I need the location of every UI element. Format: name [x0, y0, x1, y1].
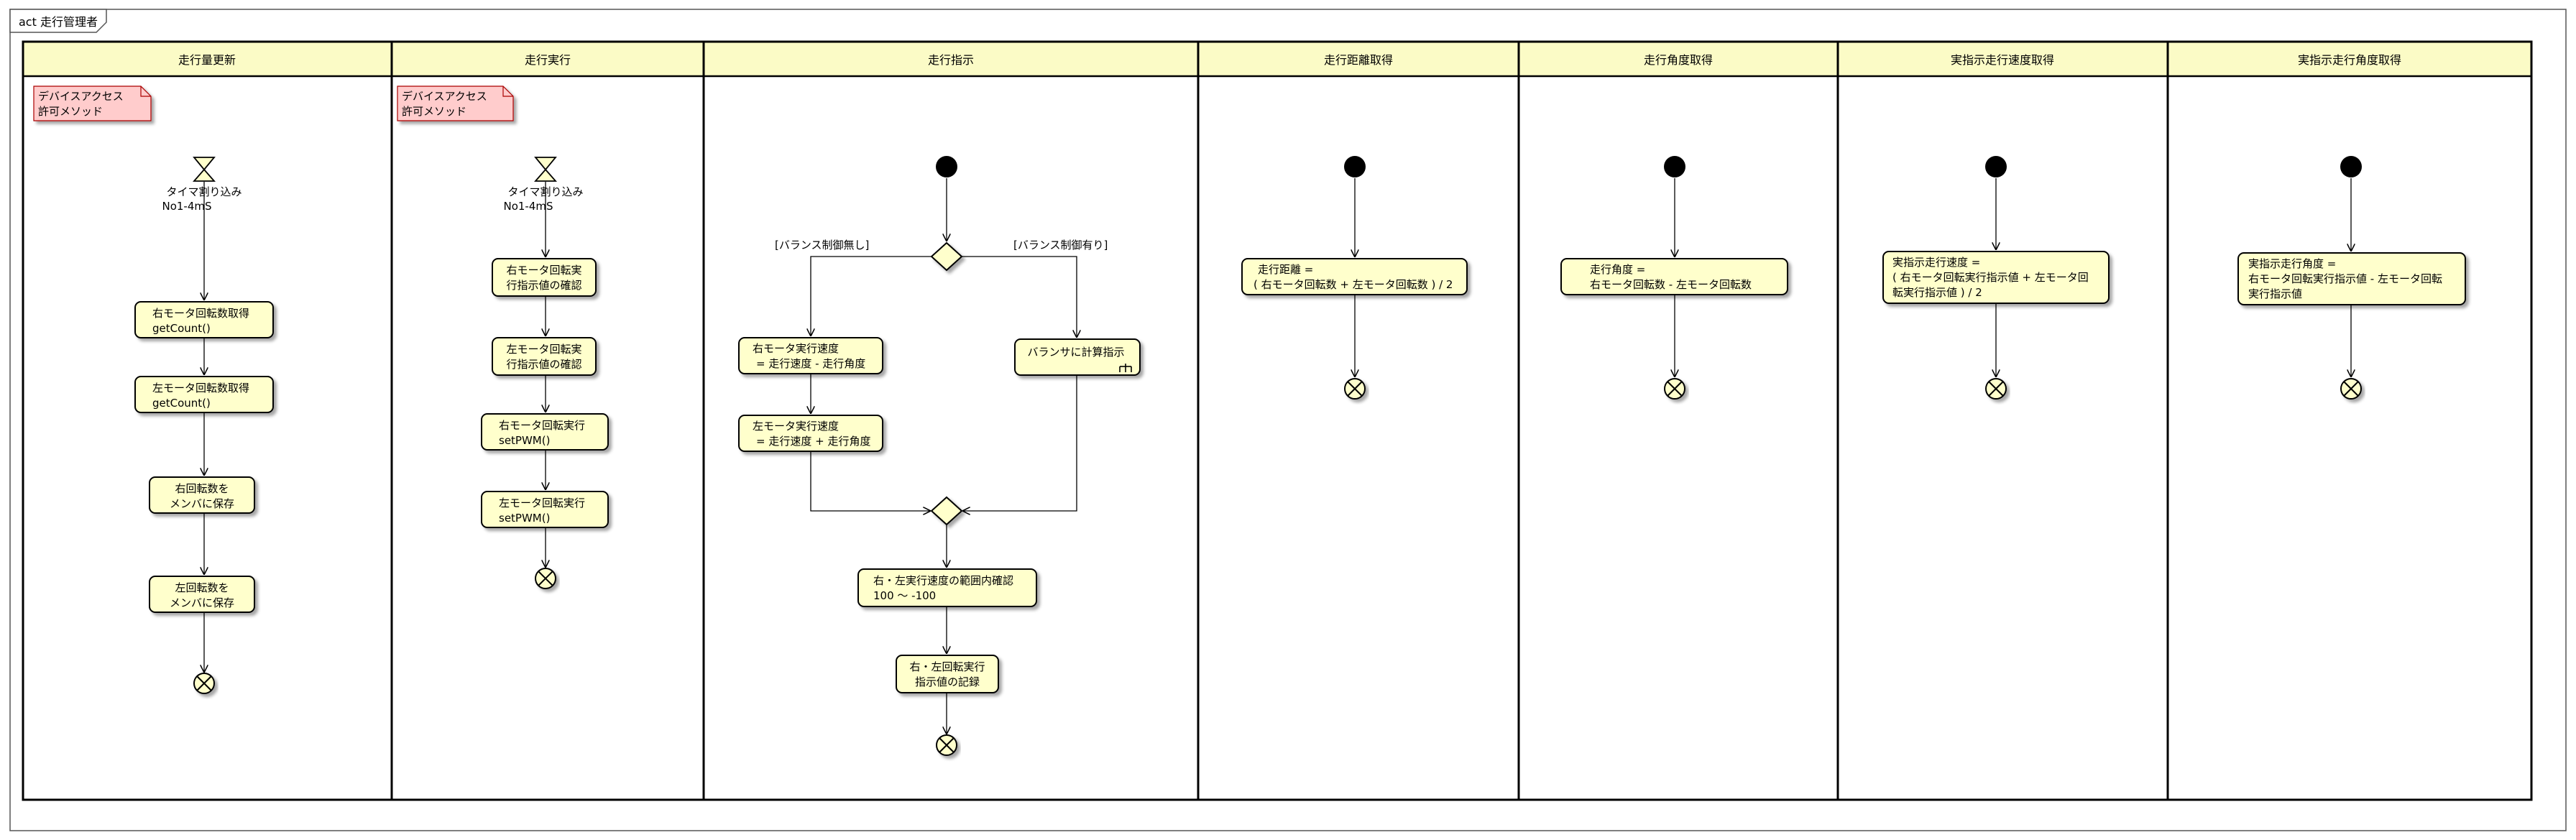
action: 実指示走行角度 = 右モータ回転実行指示値 - 左モータ回転 実行指示値: [2237, 252, 2466, 305]
final-node: [193, 673, 215, 694]
lane-title: 走行指示: [928, 53, 974, 67]
action: 左モータ回転実行 setPWM(): [481, 491, 609, 528]
svg-text:指示値の記録: 指示値の記録: [915, 675, 980, 688]
lane-title: 実指示走行角度取得: [2298, 53, 2401, 67]
lane-4-content: 走行距離 = ( 右モータ回転数 + 左モータ回転数 ) / 2: [1241, 156, 1468, 400]
lane-title: 走行量更新: [178, 53, 236, 67]
final-node: [1664, 378, 1685, 400]
lane-3-content: [バランス制御無し] [バランス制御有り] 右モータ実行速度 = 走行速度 - …: [738, 156, 1141, 756]
final-node: [1344, 378, 1366, 400]
svg-text:setPWM(): setPWM(): [499, 512, 550, 525]
svg-text:デバイスアクセス: デバイスアクセス: [38, 90, 124, 103]
frame-label-tab: [9, 9, 107, 33]
svg-text:No1-4mS: No1-4mS: [503, 200, 553, 213]
svg-text:( 右モータ回転実行指示値 + 左モータ回: ( 右モータ回転実行指示値 + 左モータ回: [1892, 271, 2089, 284]
final-node: [1985, 378, 2007, 400]
final-node: [2340, 378, 2362, 400]
svg-text:実指示走行速度 =: 実指示走行速度 =: [1892, 256, 1980, 269]
action: 右モータ回転数取得 getCount(): [134, 301, 274, 338]
action: 右回転数を メンバに保存: [149, 476, 255, 514]
note: デバイスアクセス 許可メソッド: [397, 86, 514, 121]
svg-text:右モータ実行速度: 右モータ実行速度: [753, 342, 839, 355]
initial-node: [1664, 156, 1685, 177]
action: 右・左回転実行 指示値の記録: [896, 655, 999, 693]
svg-text:左モータ回転実行: 左モータ回転実行: [499, 497, 585, 509]
action: 左モータ回転数取得 getCount(): [134, 376, 274, 413]
rake-icon: [1119, 364, 1132, 372]
svg-text:= 走行速度 - 走行角度: = 走行速度 - 走行角度: [756, 357, 865, 370]
lane-title: 走行角度取得: [1644, 53, 1713, 67]
guard-label: [バランス制御無し]: [775, 239, 869, 251]
lane-5-content: 走行角度 = 右モータ回転数 - 左モータ回転数: [1560, 156, 1788, 400]
svg-text:実行指示値: 実行指示値: [2248, 287, 2302, 300]
action: 実指示走行速度 = ( 右モータ回転実行指示値 + 左モータ回 転実行指示値 )…: [1882, 251, 2110, 304]
final-node: [936, 734, 957, 756]
action: 走行距離 = ( 右モータ回転数 + 左モータ回転数 ) / 2: [1241, 258, 1468, 295]
lane-title: 実指示走行速度取得: [1951, 53, 2054, 67]
frame-border: [9, 9, 2567, 831]
svg-text:走行角度 =: 走行角度 =: [1590, 263, 1645, 276]
svg-text:右モータ回転実行: 右モータ回転実行: [499, 419, 585, 432]
action-call-behavior: バランサに計算指示: [1014, 338, 1141, 376]
svg-text:右モータ回転実行指示値 - 左モータ回転: 右モータ回転実行指示値 - 左モータ回転: [2248, 272, 2442, 285]
svg-text:転実行指示値 ) / 2: 転実行指示値 ) / 2: [1892, 286, 1982, 299]
action: 左モータ実行速度 = 走行速度 + 走行角度: [738, 415, 883, 452]
svg-text:メンバに保存: メンバに保存: [170, 497, 234, 510]
svg-text:デバイスアクセス: デバイスアクセス: [402, 90, 487, 103]
final-node: [535, 568, 556, 589]
svg-text:getCount(): getCount(): [152, 397, 211, 410]
action: 右・左実行速度の範囲内確認 100 〜 -100: [857, 568, 1037, 607]
lane-6-content: 実指示走行速度 = ( 右モータ回転実行指示値 + 左モータ回 転実行指示値 )…: [1882, 156, 2110, 400]
svg-text:setPWM(): setPWM(): [499, 434, 550, 447]
timer-icon: タイマ割り込み No1-4mS: [162, 157, 242, 213]
lane-header-bar: [22, 40, 2533, 78]
lane-container: [22, 40, 2533, 801]
action: 右モータ実行速度 = 走行速度 - 走行角度: [738, 337, 883, 374]
svg-text:左回転数を: 左回転数を: [175, 581, 229, 594]
svg-text:走行距離 =: 走行距離 =: [1258, 263, 1313, 276]
svg-text:行指示値の確認: 行指示値の確認: [506, 279, 581, 292]
swimlanes: 走行量更新 走行実行 走行指示 走行距離取得 走行角度取得 実指示走行速度取得 …: [22, 40, 2533, 801]
lane-2-content: デバイスアクセス 許可メソッド タイマ割り込み No1-4mS 右モータ回転実 …: [397, 86, 609, 589]
svg-text:メンバに保存: メンバに保存: [170, 596, 234, 609]
frame-title: act 走行管理者: [19, 15, 98, 29]
action: 走行角度 = 右モータ回転数 - 左モータ回転数: [1560, 258, 1788, 295]
svg-text:右モータ回転実: 右モータ回転実: [506, 264, 581, 277]
note: デバイスアクセス 許可メソッド: [33, 86, 152, 121]
initial-node: [1985, 156, 2007, 177]
lane-title: 走行実行: [525, 53, 571, 67]
svg-text:右・左回転実行: 右・左回転実行: [909, 660, 985, 673]
svg-text:= 走行速度 + 走行角度: = 走行速度 + 走行角度: [756, 435, 870, 448]
merge-node: [930, 496, 963, 526]
svg-text:右回転数を: 右回転数を: [175, 482, 229, 495]
svg-text:許可メソッド: 許可メソッド: [38, 105, 103, 118]
svg-text:左モータ実行速度: 左モータ実行速度: [753, 420, 839, 433]
initial-node: [2340, 156, 2362, 177]
svg-text:No1-4mS: No1-4mS: [162, 200, 211, 213]
decision-node: [930, 241, 963, 272]
initial-node: [936, 156, 957, 177]
action: 左回転数を メンバに保存: [149, 576, 255, 613]
svg-text:行指示値の確認: 行指示値の確認: [506, 358, 581, 371]
svg-text:( 右モータ回転数 + 左モータ回転数 ) / 2: ( 右モータ回転数 + 左モータ回転数 ) / 2: [1254, 278, 1453, 291]
svg-text:許可メソッド: 許可メソッド: [402, 105, 466, 118]
svg-text:実指示走行角度 =: 実指示走行角度 =: [2248, 257, 2336, 270]
lane-title: 走行距離取得: [1324, 53, 1393, 67]
svg-text:100 〜 -100: 100 〜 -100: [873, 589, 936, 602]
svg-text:左モータ回転数取得: 左モータ回転数取得: [152, 382, 249, 394]
action: 右モータ回転実 行指示値の確認: [492, 258, 597, 297]
svg-text:右・左実行速度の範囲内確認: 右・左実行速度の範囲内確認: [873, 574, 1013, 587]
lane-7-content: 実指示走行角度 = 右モータ回転実行指示値 - 左モータ回転 実行指示値: [2237, 156, 2466, 400]
svg-text:右モータ回転数取得: 右モータ回転数取得: [152, 307, 249, 320]
svg-text:バランサに計算指示: バランサに計算指示: [1027, 346, 1124, 359]
lane-1-content: デバイスアクセス 許可メソッド タイマ割り込み No1-4mS 右モータ回転数取…: [33, 86, 274, 694]
svg-text:getCount(): getCount(): [152, 322, 211, 335]
svg-text:左モータ回転実: 左モータ回転実: [506, 343, 581, 356]
svg-text:右モータ回転数 - 左モータ回転数: 右モータ回転数 - 左モータ回転数: [1590, 278, 1752, 291]
guard-label: [バランス制御有り]: [1013, 239, 1108, 251]
action: 右モータ回転実行 setPWM(): [481, 413, 609, 451]
initial-node: [1344, 156, 1366, 177]
action: 左モータ回転実 行指示値の確認: [492, 337, 597, 376]
